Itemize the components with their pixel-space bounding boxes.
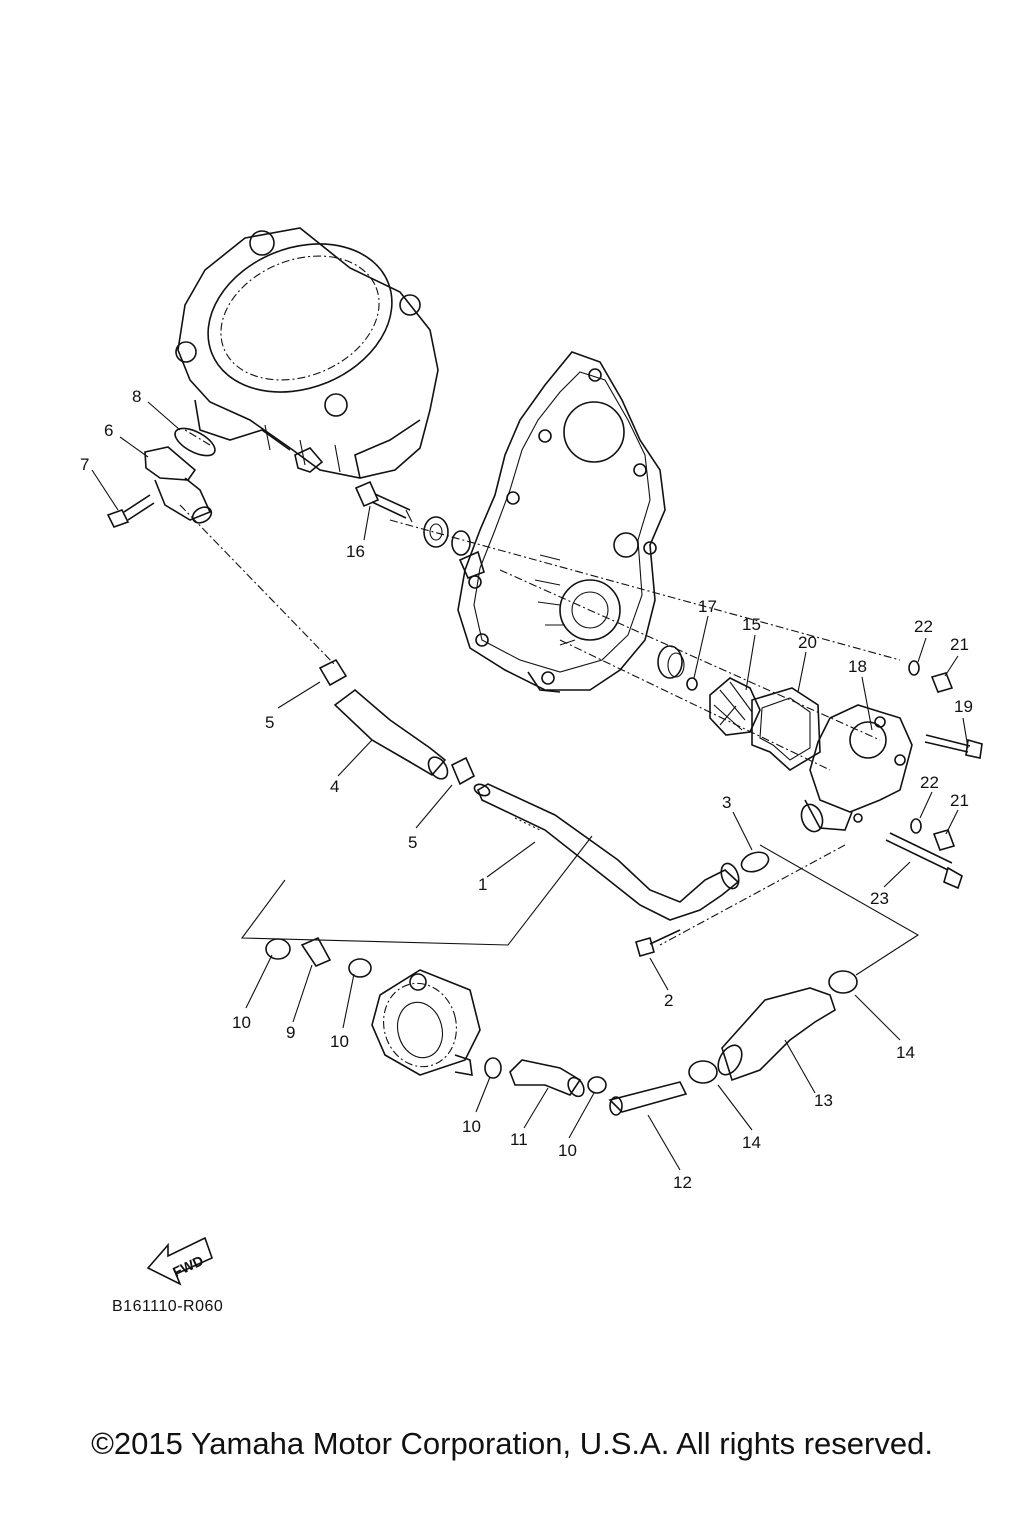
callout-7: 7 (80, 455, 89, 474)
callout-18: 18 (848, 657, 867, 676)
water-pump-drawing (657, 645, 913, 833)
callout-10c: 10 (462, 1117, 481, 1136)
callout-5a: 5 (265, 713, 274, 732)
center-lines (179, 429, 901, 946)
callout-10b: 10 (330, 1032, 349, 1051)
callout-17: 17 (698, 597, 717, 616)
hardware-drawing (635, 660, 983, 957)
callout-10a: 10 (232, 1013, 251, 1032)
callout-14a: 14 (896, 1043, 915, 1062)
part-16-shaft (354, 480, 471, 556)
callout-22b: 22 (920, 773, 939, 792)
callout-13: 13 (814, 1091, 833, 1110)
callout-21a: 21 (950, 635, 969, 654)
part-8-o-ring (174, 427, 216, 457)
callout-20: 20 (798, 633, 817, 652)
callout-10d: 10 (558, 1141, 577, 1160)
drawing-code: B161110-R060 (112, 1298, 224, 1315)
callout-21b: 21 (950, 791, 969, 810)
callout-12: 12 (673, 1173, 692, 1192)
callout-23: 23 (870, 889, 889, 908)
callout-11: 11 (510, 1130, 528, 1149)
part-1-pipe (473, 783, 740, 921)
callout-16: 16 (346, 542, 365, 561)
crankcase-cover-drawing (457, 351, 666, 693)
callout-leaders (91, 401, 969, 1171)
fwd-label: FWD (170, 1252, 206, 1280)
callout-1: 1 (478, 875, 487, 894)
callout-3: 3 (722, 793, 731, 812)
callout-19: 19 (954, 697, 973, 716)
callout-5b: 5 (408, 833, 417, 852)
callout-8: 8 (132, 387, 141, 406)
callout-15: 15 (742, 615, 761, 634)
cylinder-drawing (175, 227, 439, 479)
callout-4: 4 (330, 777, 339, 796)
part-6-fitting (144, 446, 213, 524)
callout-2: 2 (664, 991, 673, 1010)
part-5-clamps (318, 658, 476, 786)
callout-labels: 1 2 3 4 5 5 6 7 8 9 10 10 10 10 11 12 13… (80, 387, 973, 1192)
part-4-hose (333, 688, 449, 780)
fwd-arrow-icon: FWD (146, 1236, 213, 1286)
lower-assembly-drawing (265, 936, 858, 1116)
callout-9: 9 (286, 1023, 295, 1042)
copyright-notice: ©2015 Yamaha Motor Corporation, U.S.A. A… (91, 1426, 933, 1461)
callout-22a: 22 (914, 617, 933, 636)
callout-14b: 14 (742, 1133, 761, 1152)
part-7-bolt (106, 494, 155, 528)
leader-brackets (240, 835, 920, 976)
callout-6: 6 (104, 421, 113, 440)
